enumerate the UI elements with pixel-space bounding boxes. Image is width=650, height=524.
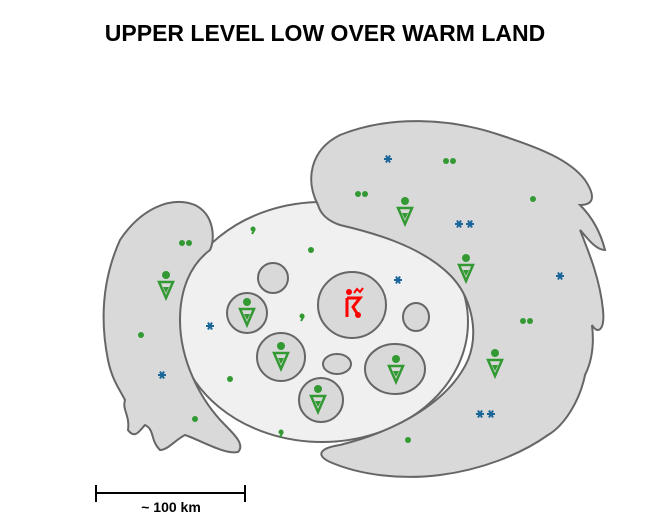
rain-dot-icon bbox=[443, 158, 449, 164]
rain-shower-icon bbox=[309, 385, 327, 416]
drizzle-icon bbox=[278, 429, 284, 438]
cell bbox=[402, 302, 430, 332]
snow-icon bbox=[394, 276, 402, 284]
drizzle-icon bbox=[250, 226, 256, 235]
rain-shower-icon bbox=[387, 355, 405, 386]
rain-dot-icon bbox=[405, 437, 411, 443]
snow-icon bbox=[487, 410, 495, 418]
left-cloud-band bbox=[102, 200, 242, 454]
rain-dot-icon bbox=[355, 191, 361, 197]
rain-dot-icon bbox=[450, 158, 456, 164]
rain-shower-icon bbox=[486, 349, 504, 380]
rain-shower-icon bbox=[272, 342, 290, 373]
weather-symbols bbox=[138, 155, 564, 443]
snow-icon bbox=[476, 410, 484, 418]
rain-shower-icon bbox=[457, 254, 475, 285]
rain-dot-icon bbox=[186, 240, 192, 246]
rain-shower-icon bbox=[238, 298, 256, 329]
rain-dot-icon bbox=[179, 240, 185, 246]
rain-shower-icon bbox=[396, 197, 414, 228]
scale-label: ~ 100 km bbox=[141, 499, 201, 515]
rain-dot-icon bbox=[227, 376, 233, 382]
cell bbox=[226, 292, 268, 334]
snow-icon bbox=[158, 371, 166, 379]
thunderstorm-icon bbox=[345, 287, 364, 318]
rain-dot-icon bbox=[362, 191, 368, 197]
cell bbox=[364, 343, 426, 395]
rain-dot-icon bbox=[527, 318, 533, 324]
cell bbox=[257, 262, 289, 294]
rain-dot-icon bbox=[308, 247, 314, 253]
drizzle-icon bbox=[299, 313, 305, 322]
cell bbox=[317, 271, 387, 339]
rain-shower-icon bbox=[157, 271, 175, 302]
cell bbox=[298, 377, 344, 423]
convective-cells bbox=[226, 262, 430, 423]
rain-dot-icon bbox=[530, 196, 536, 202]
snow-icon bbox=[455, 220, 463, 228]
snow-icon bbox=[384, 155, 392, 163]
rain-dot-icon bbox=[520, 318, 526, 324]
scale-bar bbox=[95, 485, 246, 502]
snow-icon bbox=[206, 322, 214, 330]
diagram-title: UPPER LEVEL LOW OVER WARM LAND bbox=[104, 20, 546, 46]
snow-icon bbox=[466, 220, 474, 228]
rain-dot-icon bbox=[192, 416, 198, 422]
right-cloud-band bbox=[310, 120, 607, 478]
cell bbox=[322, 353, 352, 375]
snow-icon bbox=[556, 272, 564, 280]
cell bbox=[256, 332, 306, 382]
rain-dot-icon bbox=[138, 332, 144, 338]
